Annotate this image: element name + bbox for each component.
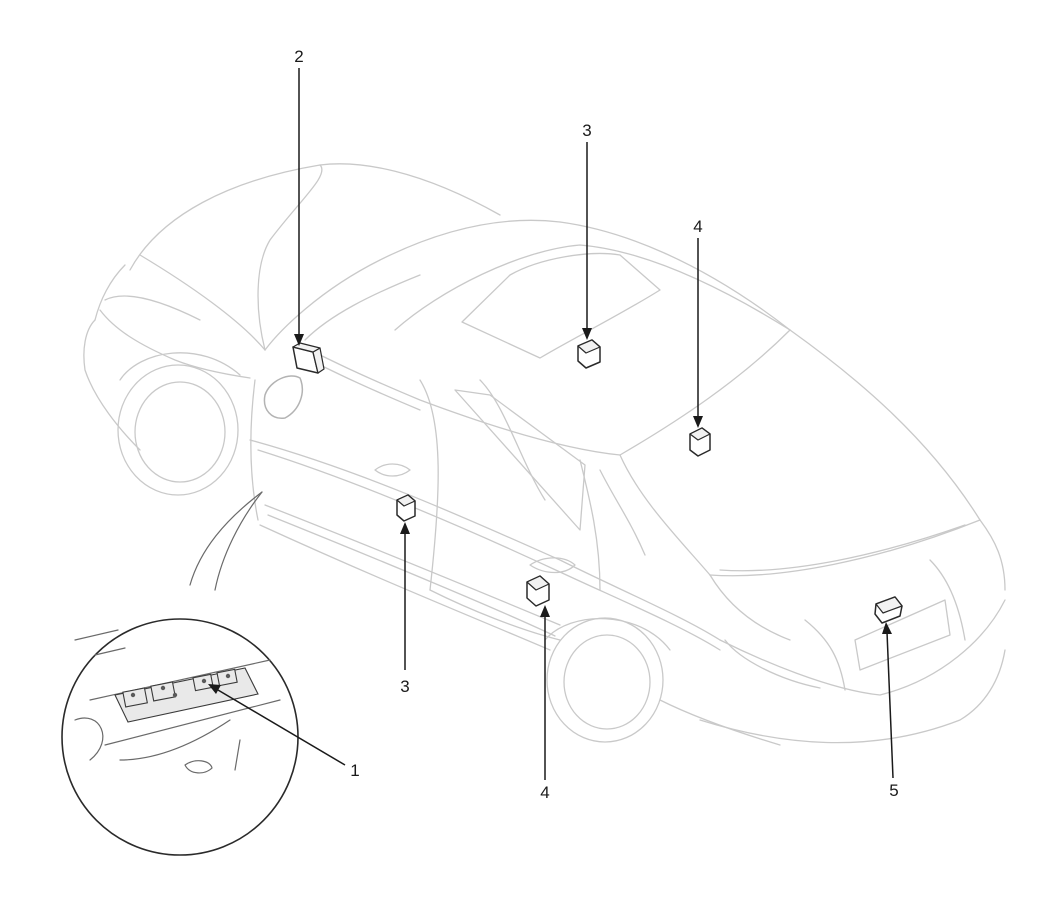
callout-label-2: 2 [294,47,303,66]
callout-label-1: 1 [350,761,359,780]
callout-labels: 2 3 4 3 4 5 1 [294,47,898,802]
trunk-module [874,596,903,624]
callout-label-3-lower: 3 [400,677,409,696]
callout-label-3-upper: 3 [582,121,591,140]
callout-label-4-upper: 4 [693,217,702,236]
leader-lines [208,68,894,780]
rear-left-door-module [396,494,416,522]
callout-label-5: 5 [889,781,898,800]
front-right-door-module [577,339,601,369]
detail-zoom-callout [61,491,299,856]
front-left-door-module [292,342,325,374]
car-body-outline [83,163,1006,746]
rear-right-door-module [689,427,711,457]
rear-left-door-module-lower [526,575,550,607]
callout-label-4-lower: 4 [540,783,549,802]
